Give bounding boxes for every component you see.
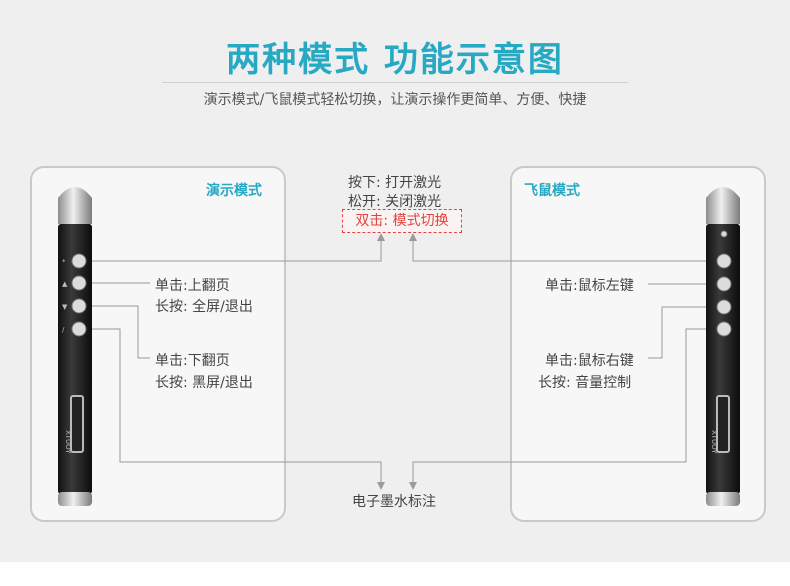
presentation-mode-title: 演示模式 <box>206 183 262 199</box>
laser-release-label: 松开: 关闭激光 <box>348 194 442 210</box>
left-label-2-line1: 单击:下翻页 <box>155 353 230 369</box>
title-divider <box>162 82 628 83</box>
left-label-1-line2: 长按: 全屏/退出 <box>155 299 253 315</box>
connector-right-laser <box>409 233 722 262</box>
mode-switch-label: 双击: 模式切换 <box>342 209 462 233</box>
pen-brand-left: XTUOY <box>64 430 72 454</box>
left-label-2-line2: 长按: 黑屏/退出 <box>155 375 253 391</box>
presenter-pen-right: XTUOY <box>706 187 740 506</box>
air-mouse-mode-title: 飞鼠模式 <box>524 183 580 199</box>
right-label-2-line2: 长按: 音量控制 <box>538 375 632 391</box>
svg-text:▲: ▲ <box>62 280 68 288</box>
connector-left-laser <box>86 233 385 262</box>
connector-left-pen <box>86 328 385 490</box>
svg-text:/: / <box>62 326 65 334</box>
presenter-pen-left: * ▲ ▼ / XTUOY <box>58 187 92 506</box>
laser-press-label: 按下: 打开激光 <box>348 175 442 191</box>
bottom-band <box>0 562 790 586</box>
right-label-1: 单击:鼠标左键 <box>545 278 634 294</box>
connector-right-pen <box>409 328 722 490</box>
right-label-2-line1: 单击:鼠标右键 <box>545 353 634 369</box>
connector-right-right-click <box>648 306 722 359</box>
page-title: 两种模式 功能示意图 <box>226 40 564 80</box>
left-label-1-line1: 单击:上翻页 <box>155 278 230 294</box>
connector-left-down <box>86 305 150 359</box>
page-subtitle: 演示模式/飞鼠模式轻松切换，让演示操作更简单、方便、快捷 <box>203 92 587 108</box>
svg-text:*: * <box>62 258 66 266</box>
pen-brand-right: XTUOY <box>710 430 718 454</box>
svg-text:▼: ▼ <box>62 303 68 311</box>
ink-annotation-label: 电子墨水标注 <box>352 494 436 510</box>
